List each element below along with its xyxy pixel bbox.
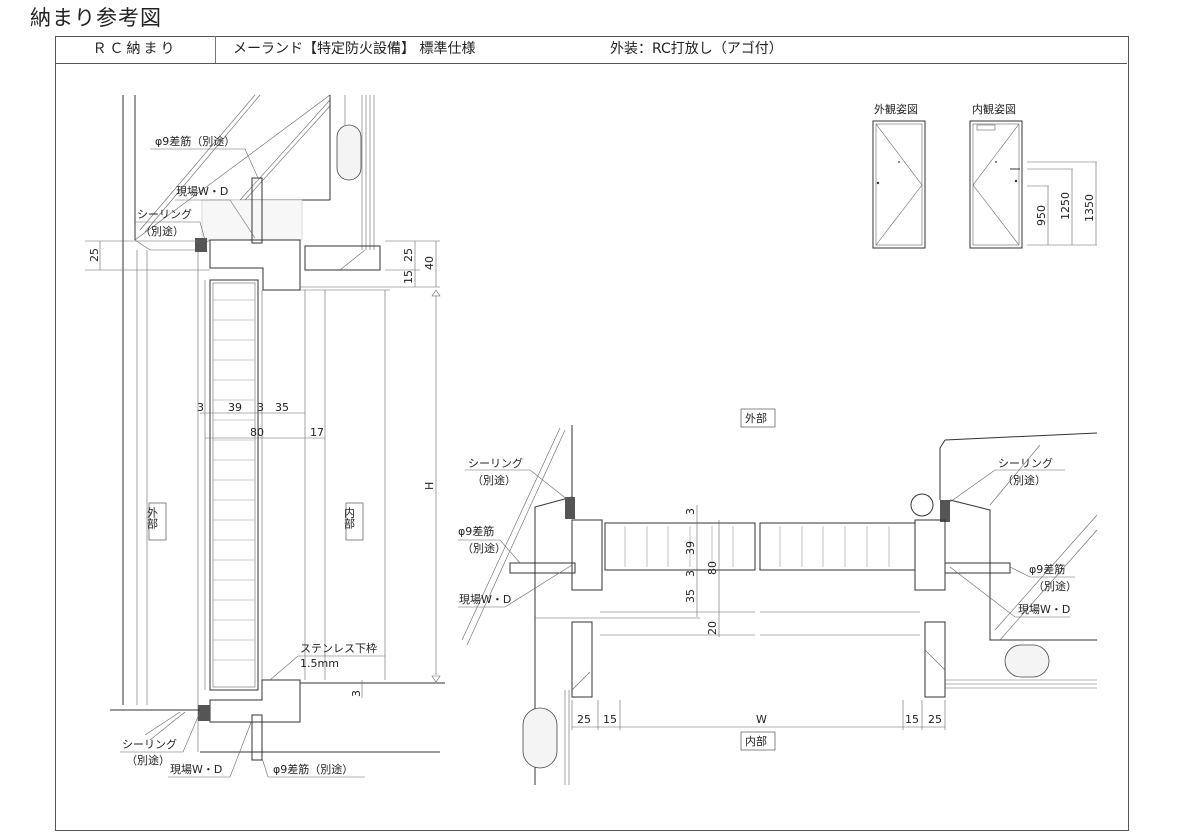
plan-dim-20: 20 (706, 621, 719, 635)
rebar-left (509, 562, 576, 574)
label-sealing-top: シーリング (137, 207, 192, 221)
plan-label-sealing-left: シーリング (468, 456, 523, 470)
plan-label-sealing-right: シーリング (998, 456, 1053, 470)
dim-950: 950 (1035, 205, 1048, 226)
dim-1350: 1350 (1083, 194, 1096, 222)
interior-elevation-label: 内観姿図 (972, 102, 1016, 116)
dim-h: H (423, 482, 436, 490)
dim-sill-3: 3 (350, 690, 363, 697)
label-stainless-sill: ステンレス下枠 (300, 641, 377, 655)
dim-row1-35: 35 (275, 401, 289, 414)
plan-label-sealing-left-sub: （別途） (472, 473, 516, 487)
plan-dim-35: 35 (684, 589, 697, 603)
backer-rod-left (522, 707, 558, 769)
label-sealing-bottom-sub: （別途） (126, 753, 170, 767)
header-exterior-finish: 外装：RC打放し（アゴ付） (610, 41, 783, 57)
vertical-section: 25 25 15 40 H 3 39 3 35 80 17 3 外部 内部 φ9… (85, 94, 445, 778)
plan-dim-3b: 3 (684, 570, 697, 577)
dim-row1-3b: 3 (257, 401, 264, 414)
label-sealing-top-sub: （別途） (140, 224, 184, 238)
dim-right-15: 15 (402, 270, 415, 284)
dim-row1-39: 39 (228, 401, 242, 414)
exterior-elevation: 外観姿図 (872, 102, 926, 249)
plan-label-rebar-right-sub: （別途） (1033, 579, 1077, 593)
plan-label-sealing-right-sub: （別途） (1002, 473, 1046, 487)
plan-dim-w: W (756, 713, 767, 726)
plan-label-rebar-left: φ9差筋 (458, 524, 494, 538)
hinge-icon (910, 493, 934, 517)
label-wd-bottom: 現場W・D (170, 763, 222, 776)
drawing-frame (55, 36, 1129, 831)
page-title: 納まり参考図 (30, 6, 162, 30)
plan-exterior-label: 外部 (745, 411, 767, 425)
dim-row1-3a: 3 (197, 401, 204, 414)
backer-rod-top (336, 124, 362, 181)
plan-dim-25-left: 25 (577, 713, 591, 726)
rebar-right (944, 562, 1011, 574)
door-leaf-right (759, 522, 916, 571)
exterior-label-char1: 外部 (146, 507, 159, 529)
plan-interior-label: 内部 (745, 734, 767, 748)
plan-dim-15-right: 15 (905, 713, 919, 726)
plan-section: 外部 内部 (458, 408, 1098, 785)
label-sealing-bottom: シーリング (122, 737, 177, 751)
header-installation-type: ＲＣ納まり (55, 36, 216, 63)
plan-dim-80: 80 (706, 561, 719, 575)
door-leaf-section (209, 279, 259, 691)
label-rebar-top: φ9差筋（別途） (155, 134, 235, 148)
dim-right-25: 25 (402, 248, 415, 262)
plan-dim-39: 39 (684, 541, 697, 555)
plan-dim-3a: 3 (684, 508, 697, 515)
dim-1250: 1250 (1059, 192, 1072, 220)
dim-left-25: 25 (88, 248, 101, 262)
plan-dim-15-left: 15 (603, 713, 617, 726)
label-sill-thickness: 1.5mm (300, 657, 339, 670)
dim-row2-80: 80 (250, 426, 264, 439)
plan-label-rebar-left-sub: （別途） (462, 541, 506, 555)
dim-right-40: 40 (423, 256, 436, 270)
dim-row2-17: 17 (310, 426, 324, 439)
label-wd-top: 現場W・D (176, 185, 228, 198)
door-leaf-left (604, 522, 756, 571)
plan-label-wd-left: 現場W・D (459, 593, 511, 606)
header-row: ＲＣ納まり メーランド【特定防火設備】 標準仕様 外装：RC打放し（アゴ付） (55, 36, 1127, 64)
rebar-bottom (251, 714, 263, 761)
interior-label: 内部 (343, 506, 356, 529)
header-product: メーランド【特定防火設備】 標準仕様 (233, 41, 476, 57)
backer-rod-right (1004, 644, 1050, 678)
plan-label-wd-right: 現場W・D (1018, 603, 1070, 616)
rebar-top (251, 177, 263, 244)
exterior-elevation-label: 外観姿図 (874, 102, 918, 116)
plan-dim-25-right: 25 (928, 713, 942, 726)
label-rebar-bottom: φ9差筋（別途） (273, 762, 353, 776)
plan-label-rebar-right: φ9差筋 (1029, 562, 1065, 576)
interior-elevation: 内観姿図 950 1250 1350 (969, 102, 1097, 249)
